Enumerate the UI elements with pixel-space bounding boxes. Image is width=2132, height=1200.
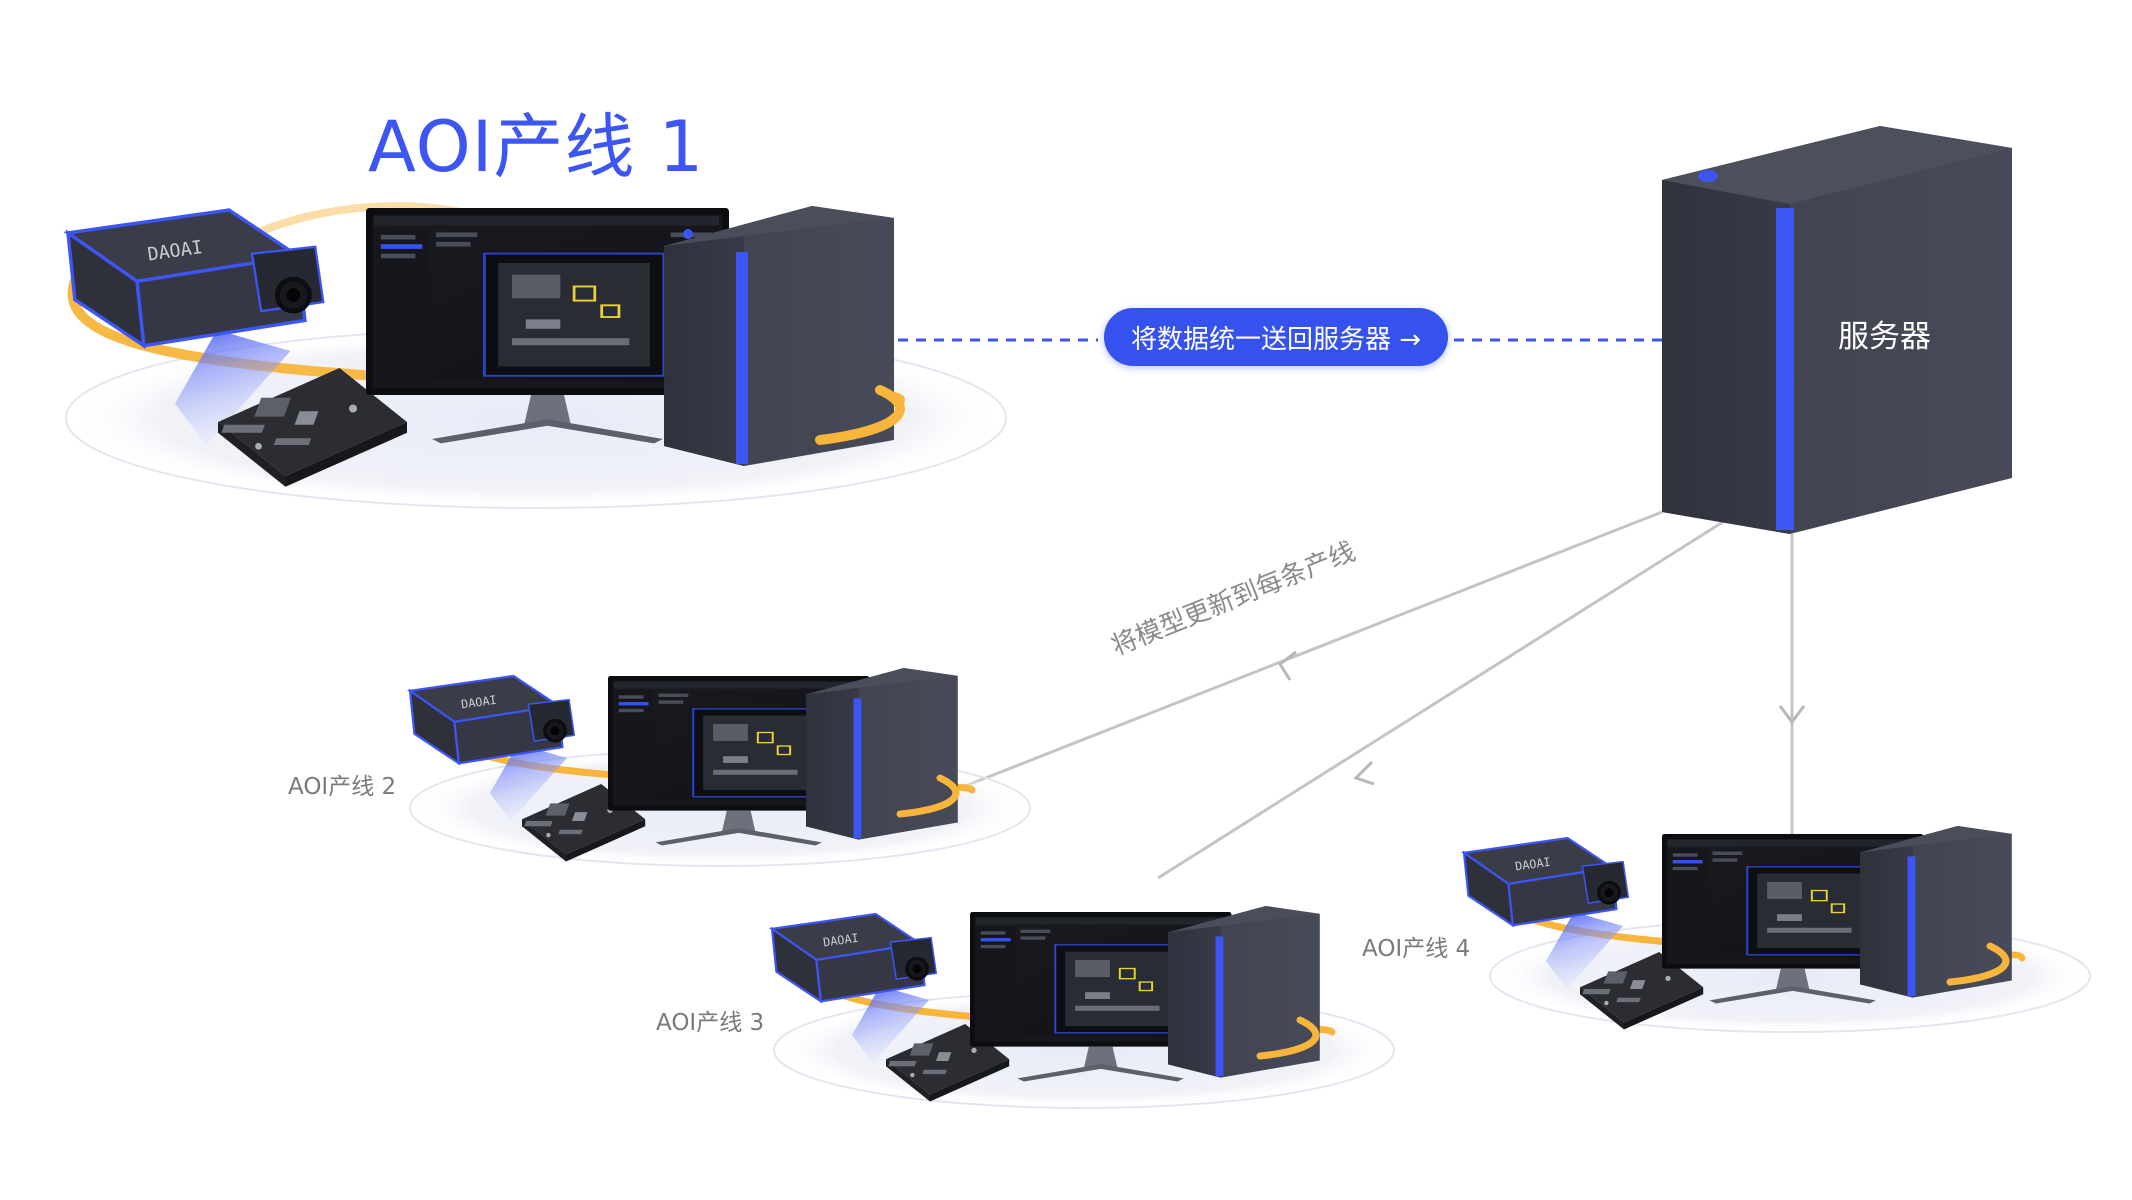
pc-tower-icon xyxy=(806,668,958,840)
camera-icon: DAOAI xyxy=(68,210,323,346)
camera-icon: DAOAI xyxy=(1462,836,1630,927)
connector-to-line-3 xyxy=(1157,518,1727,880)
pc-tower-icon xyxy=(1860,826,2012,998)
pc-tower-icon xyxy=(664,206,894,466)
server-icon xyxy=(1662,126,2012,534)
camera-icon: DAOAI xyxy=(408,674,576,765)
aoi-line-1-station: DAOAI xyxy=(65,202,1007,509)
send-to-server-label: 将数据统一送回服务器 → xyxy=(1130,324,1422,355)
pc-tower-icon xyxy=(1168,906,1320,1078)
line-2-label: AOI产线 2 xyxy=(288,774,397,800)
server-label: 服务器 xyxy=(1838,319,1931,355)
aoi-line-3-station: DAOAI xyxy=(770,906,1395,1109)
line-3-label: AOI产线 3 xyxy=(656,1010,765,1036)
arrow-head-line-3 xyxy=(1353,760,1375,786)
aoi-line-4-station: DAOAI xyxy=(1462,826,2091,1033)
line-4-label: AOI产线 4 xyxy=(1362,936,1471,962)
arrow-head-line-2 xyxy=(1277,650,1297,681)
camera-brand-text: DAOAI xyxy=(1514,855,1551,874)
arrow-head-line-4 xyxy=(1778,705,1806,725)
connector-to-line-2 xyxy=(959,510,1663,790)
camera-icon: DAOAI xyxy=(770,912,938,1003)
camera-brand-text: DAOAI xyxy=(460,693,497,712)
send-to-server-pill: 将数据统一送回服务器 → xyxy=(1104,308,1448,366)
main-line-title: AOI产线 1 xyxy=(368,106,705,188)
aoi-line-2-station: DAOAI xyxy=(408,668,1031,867)
camera-brand-text: DAOAI xyxy=(822,931,859,950)
